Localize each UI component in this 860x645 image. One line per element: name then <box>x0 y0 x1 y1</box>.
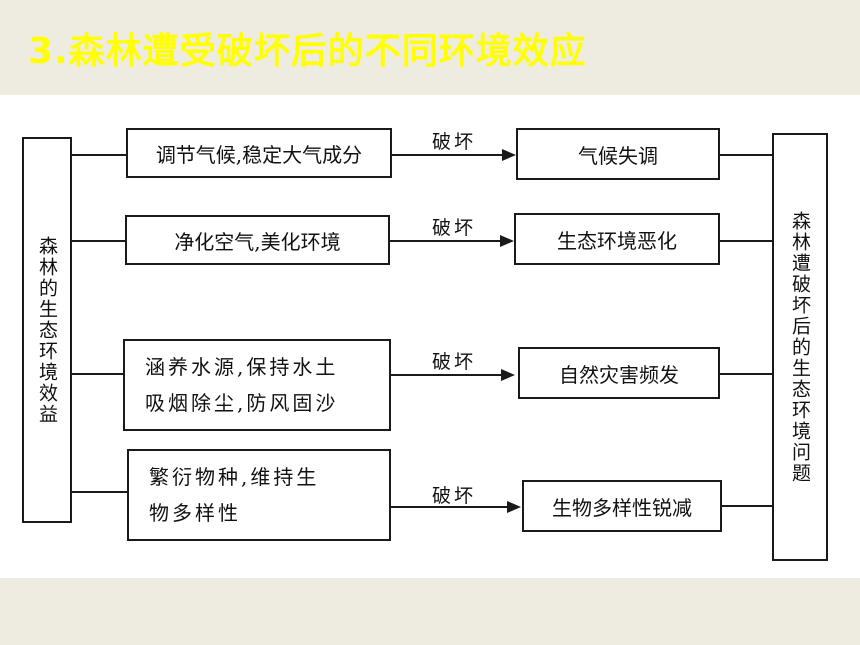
arrow-label-4: 破坏 <box>432 485 477 507</box>
problem-text: 生态环境恶化 <box>557 228 677 253</box>
arrow-label-1: 破坏 <box>432 131 477 153</box>
connector-left-2 <box>72 240 126 242</box>
effect-text: 调节气候,稳定大气成分 <box>155 142 363 167</box>
title-bar: 3.森林遭受破坏后的不同环境效应 <box>0 0 860 95</box>
left-label: 森林的生态环境效益 <box>36 235 58 425</box>
problem-box-2: 生态环境恶化 <box>514 213 720 265</box>
arrowhead-2 <box>500 235 514 247</box>
arrowhead-4 <box>507 501 521 513</box>
problem-box-4: 生物多样性锐减 <box>522 480 722 532</box>
connector-right-3 <box>720 373 772 375</box>
arrow-line-1 <box>392 154 504 156</box>
effect-box-4: 繁衍物种,维持生 物多样性 <box>127 449 391 541</box>
connector-left-1 <box>72 154 127 156</box>
effect-box-3: 涵养水源,保持水土 吸烟除尘,防风固沙 <box>123 339 391 431</box>
connector-right-1 <box>720 154 772 156</box>
effect-text-line-1: 繁衍物种,维持生 <box>149 465 320 489</box>
slide-title: 3.森林遭受破坏后的不同环境效应 <box>28 31 587 72</box>
diagram-canvas: 森林的生态环境效益 森林遭破坏后的生态环境问题 调节气候,稳定大气成分 破坏 气… <box>0 95 860 578</box>
effect-text-line-2: 吸烟除尘,防风固沙 <box>145 391 339 415</box>
problem-box-3: 自然灾害频发 <box>518 347 720 399</box>
problem-text: 自然灾害频发 <box>559 362 679 387</box>
problem-text: 气候失调 <box>578 143 658 168</box>
arrow-line-3 <box>391 374 503 376</box>
effect-text-line-1: 涵养水源,保持水土 <box>145 355 339 379</box>
effect-text-line-2: 物多样性 <box>149 501 241 525</box>
arrowhead-3 <box>501 369 515 381</box>
right-label-box: 森林遭破坏后的生态环境问题 <box>772 133 828 561</box>
right-label: 森林遭破坏后的生态环境问题 <box>789 210 811 484</box>
left-label-box: 森林的生态环境效益 <box>22 137 72 523</box>
arrow-label-2: 破坏 <box>432 217 477 239</box>
effect-box-1: 调节气候,稳定大气成分 <box>126 128 392 178</box>
effect-text: 净化空气,美化环境 <box>174 229 341 254</box>
arrow-line-4 <box>391 506 509 508</box>
connector-left-3 <box>72 373 124 375</box>
connector-right-2 <box>720 240 772 242</box>
connector-right-4 <box>722 505 772 507</box>
problem-box-1: 气候失调 <box>516 128 720 180</box>
effect-box-2: 净化空气,美化环境 <box>125 215 390 265</box>
connector-left-4 <box>72 491 128 493</box>
arrow-line-2 <box>390 240 502 242</box>
arrowhead-1 <box>502 149 516 161</box>
problem-text: 生物多样性锐减 <box>552 495 692 520</box>
arrow-label-3: 破坏 <box>432 351 477 373</box>
